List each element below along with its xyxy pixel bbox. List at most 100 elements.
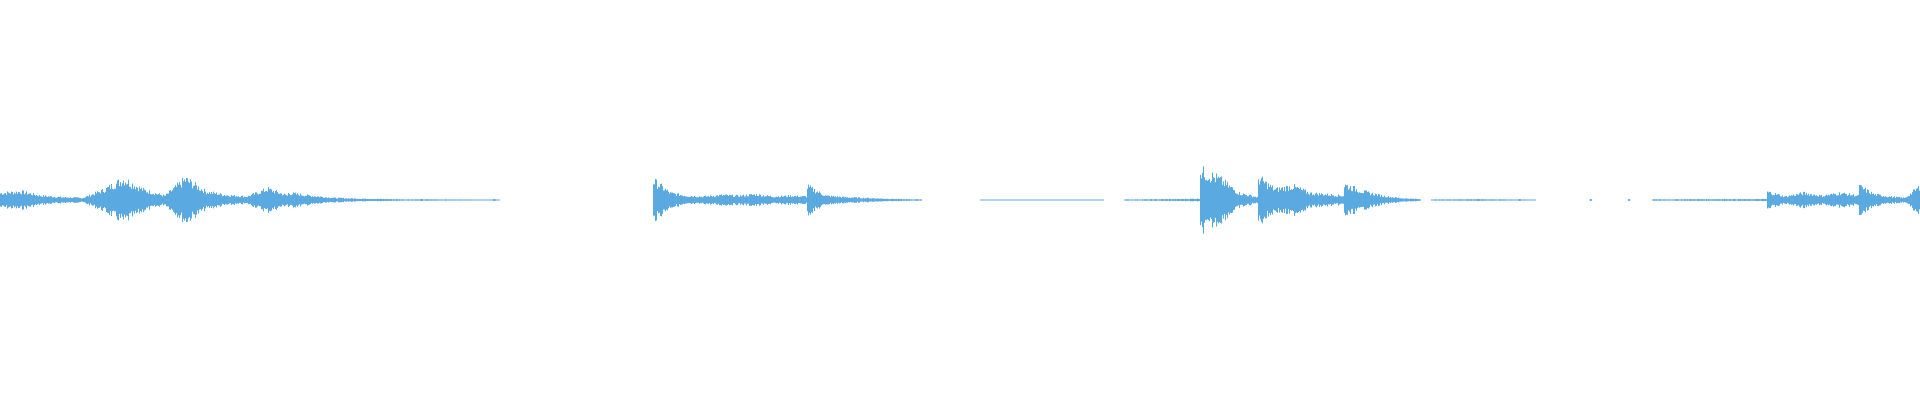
waveform-sample [1801,193,1802,207]
waveform-sample [1712,199,1713,201]
waveform-sample [810,185,811,215]
waveform-sample [1182,198,1183,202]
waveform-sample [1659,199,1660,201]
waveform-sample [291,195,292,205]
waveform-sample [1334,196,1335,204]
waveform-sample [817,191,818,209]
waveform-sample [903,199,904,201]
waveform-sample [800,196,801,204]
waveform-sample [1103,199,1104,201]
waveform-sample [90,196,91,204]
waveform-sample [482,199,483,201]
waveform-sample [1411,198,1412,202]
waveform-sample [1838,195,1839,205]
waveform-sample [284,193,285,207]
waveform-sample [1500,199,1501,201]
waveform-sample [1308,193,1309,207]
waveform-sample [477,199,478,201]
waveform-sample [1025,199,1026,201]
waveform-sample [1024,199,1025,201]
waveform-sample [1830,194,1831,206]
waveform-sample [1090,199,1091,201]
waveform-sample [1668,199,1669,201]
waveform-sample [111,184,112,216]
waveform-sample [1711,199,1712,201]
waveform-sample [1332,195,1333,205]
waveform-sample [1455,199,1456,201]
waveform-sample [319,197,320,203]
waveform-sample [1005,199,1006,201]
waveform-sample [443,199,444,201]
waveform-sample [1361,192,1362,208]
waveform-sample [1415,198,1416,202]
waveform-sample [407,199,408,201]
waveform-sample [757,195,758,205]
waveform-sample [901,198,902,202]
waveform-sample [1770,192,1771,208]
waveform-sample [1347,185,1348,215]
waveform-sample [1511,199,1512,201]
waveform-sample [146,192,147,208]
waveform-sample [105,191,106,209]
waveform-sample [804,196,805,204]
waveform-sample [122,183,123,217]
waveform-sample [215,193,216,207]
waveform-sample [70,197,71,203]
waveform-sample [1783,197,1784,203]
waveform-sample [124,185,125,215]
waveform-sample [1772,195,1773,205]
waveform-sample [419,199,420,201]
waveform-sample [68,197,69,203]
waveform-sample [1752,199,1753,201]
waveform-sample [742,195,743,205]
waveform-sample [1739,199,1740,201]
waveform-sample [1098,199,1099,201]
waveform-sample [869,198,870,202]
waveform-sample [445,199,446,201]
waveform-sample [176,186,177,214]
waveform-sample [1864,189,1865,211]
waveform-sample [1683,199,1684,201]
waveform-sample [148,193,149,207]
waveform-sample [1168,199,1169,201]
waveform-sample [1807,195,1808,205]
waveform-sample [165,195,166,205]
waveform-sample [154,195,155,205]
waveform-sample [1097,199,1098,201]
waveform-sample [1238,194,1239,206]
waveform-sample [854,197,855,203]
waveform-sample [1877,193,1878,207]
waveform-sample [1089,199,1090,201]
waveform-sample [162,196,163,204]
waveform-sample [1351,190,1352,210]
waveform-sample [1167,199,1168,201]
waveform-sample [871,198,872,202]
waveform-sample [397,199,398,201]
waveform-sample [1127,199,1128,201]
waveform-blip [1518,199,1521,201]
waveform-sample [1459,199,1460,201]
waveform-sample [386,198,387,202]
waveform-sample [190,179,191,221]
waveform-sample [900,198,901,202]
waveform-sample [1206,179,1207,221]
waveform-sample [686,196,687,204]
waveform-sample [211,191,212,209]
waveform-sample [264,191,265,209]
waveform-sample [285,194,286,206]
waveform-sample [1076,199,1077,201]
waveform-sample [671,192,672,208]
waveform-sample [282,195,283,205]
waveform-sample [1809,195,1810,205]
waveform-sample [1213,177,1214,223]
waveform-sample [990,199,991,201]
waveform-sample [1841,194,1842,206]
waveform-sample [837,196,838,204]
waveform-sample [1497,199,1498,201]
waveform-sample [1507,199,1508,201]
waveform-sample [349,198,350,202]
waveform-sample [889,199,890,201]
waveform-sample [128,179,129,221]
